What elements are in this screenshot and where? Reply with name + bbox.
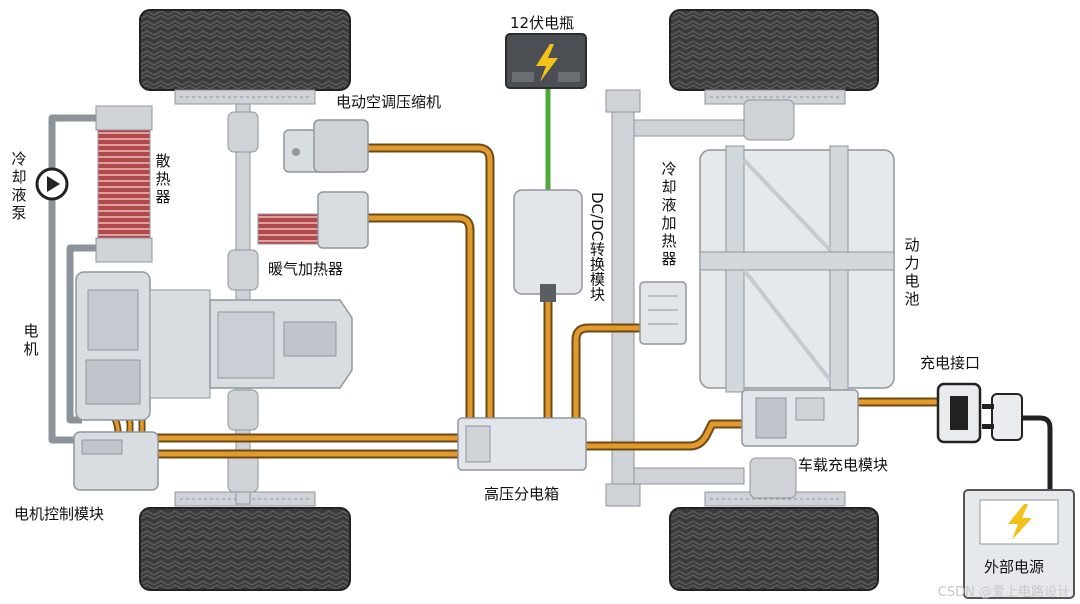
battery-12v	[505, 33, 587, 89]
label-onboard-charger: 车载充电模块	[798, 456, 889, 474]
charge-port	[936, 382, 982, 444]
power-battery	[699, 145, 895, 393]
coolant-pipes	[48, 114, 100, 444]
ac-compressor	[283, 119, 369, 173]
label-radiator: 散热器	[155, 152, 171, 206]
motor	[75, 271, 211, 421]
label-hv-box: 高压分电箱	[484, 485, 560, 503]
label-external-power: 外部电源	[984, 558, 1045, 576]
gearbox	[209, 299, 353, 389]
tire-rear-left	[139, 491, 351, 591]
label-dcdc: DC/DC转换模块	[588, 192, 606, 302]
external-power-source	[963, 489, 1075, 599]
tire-rear-right	[669, 491, 879, 591]
label-motor-controller: 电机控制模块	[14, 505, 105, 523]
label-battery-12v: 12伏电瓶	[510, 14, 575, 32]
label-power-battery: 动力电池	[904, 236, 920, 308]
external-plug	[982, 393, 1053, 492]
ptc-heater	[257, 191, 369, 249]
onboard-charger	[741, 389, 859, 447]
label-ptc-heater: 暖气加热器	[268, 260, 344, 278]
lightning-icon	[536, 44, 558, 82]
motor-controller	[73, 431, 159, 491]
hv-distribution-box	[457, 417, 587, 471]
label-ac-compressor: 电动空调压缩机	[336, 93, 442, 111]
chassis-frame	[605, 89, 797, 507]
radiator	[95, 105, 153, 263]
dcdc-converter	[513, 189, 583, 302]
label-coolant-heater: 冷却液加热器	[661, 160, 677, 268]
label-coolant-pump: 冷却液泵	[11, 150, 27, 222]
coolant-pump	[35, 167, 69, 201]
coolant-heater	[639, 281, 687, 345]
watermark: CSDN @爱上电路设计	[937, 585, 1070, 600]
label-motor: 电机	[23, 322, 39, 358]
tire-front-right	[669, 9, 879, 105]
label-charge-port: 充电接口	[920, 354, 981, 372]
tire-front-left	[139, 9, 351, 105]
lightning-icon	[1008, 504, 1032, 540]
